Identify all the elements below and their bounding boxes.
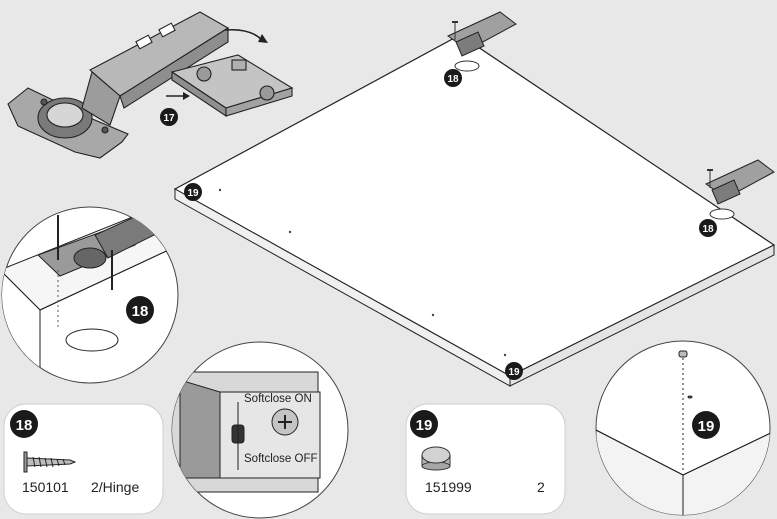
- svg-text:19: 19: [508, 367, 520, 378]
- svg-text:18: 18: [16, 417, 33, 434]
- bumper-article-number: 151999: [425, 479, 472, 495]
- hinge-right-small: [705, 159, 775, 205]
- step-badge-18-top: 18: [444, 69, 462, 87]
- screw-article-number: 150101: [22, 479, 69, 495]
- detail-circle-softclose: Softclose ON Softclose OFF: [171, 341, 349, 519]
- step-badge-19-bottom: 19: [505, 362, 523, 380]
- screw-quantity: 2/Hinge: [91, 479, 139, 495]
- door-panel: [173, 34, 776, 387]
- bumper-quantity: 2: [537, 479, 545, 495]
- svg-text:17: 17: [163, 113, 175, 124]
- detail-circle-bumper: 19: [595, 340, 771, 516]
- hinge-arm-illustration: [7, 11, 230, 159]
- hinge-top-small: [447, 11, 517, 57]
- screw-icon: [23, 451, 77, 473]
- parts-card-screw: 18 150101 2/Hinge: [3, 403, 164, 515]
- step-badge-18-right: 18: [699, 219, 717, 237]
- step-badge-17: 17: [160, 108, 178, 126]
- svg-text:18: 18: [447, 74, 459, 85]
- bumper-pad-icon: [421, 446, 451, 471]
- direction-arrows: [166, 28, 268, 100]
- step-badge-19-top-left: 19: [184, 183, 202, 201]
- softclose-off-label: Softclose OFF: [244, 453, 318, 465]
- svg-text:19: 19: [187, 188, 199, 199]
- svg-text:18: 18: [132, 303, 149, 320]
- parts-card-bumper: 19 151999 2: [405, 403, 566, 515]
- softclose-on-label: Softclose ON: [244, 393, 312, 405]
- svg-text:19: 19: [698, 418, 715, 435]
- svg-text:18: 18: [702, 224, 714, 235]
- mounting-plate-illustration: [170, 54, 294, 118]
- svg-text:19: 19: [416, 417, 433, 434]
